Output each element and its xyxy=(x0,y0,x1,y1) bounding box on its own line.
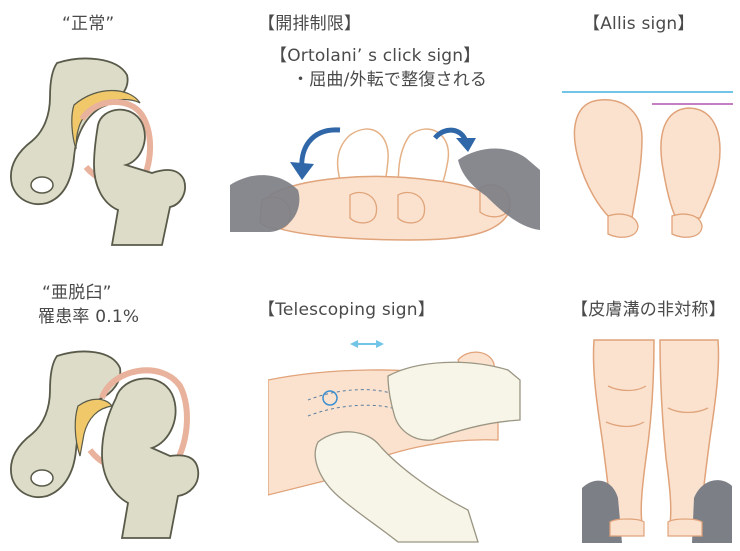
foot-center-right xyxy=(398,192,425,222)
foot-center-left xyxy=(350,192,377,222)
skinfold-illustration xyxy=(582,338,732,543)
normal-label: “正常” xyxy=(62,14,114,34)
arrowhead-left xyxy=(290,162,314,180)
arrowhead-left xyxy=(350,340,358,348)
femoral-head xyxy=(94,110,185,245)
arrowhead-right xyxy=(376,340,384,348)
ortolani-illustration xyxy=(230,100,540,250)
obturator-foramen xyxy=(31,177,53,193)
allis-illustration xyxy=(560,88,735,243)
telescoping-title: 【Telescoping sign】 xyxy=(258,300,435,320)
leg-left xyxy=(574,100,642,218)
foot-left xyxy=(610,519,644,536)
arrowhead-right xyxy=(456,138,476,152)
ortolani-note: ・屈曲/外転で整復される xyxy=(292,70,487,90)
incidence-label: 罹患率 0.1% xyxy=(38,307,139,327)
foot-right xyxy=(668,519,702,536)
skinfold-title: 【皮膚溝の非対称】 xyxy=(571,300,726,320)
subluxation-label: “亜脱臼” xyxy=(42,283,112,303)
allis-title: 【Allis sign】 xyxy=(583,14,695,34)
pelvis-bone xyxy=(11,352,120,498)
normal-hip-illustration xyxy=(2,45,192,250)
leg-right xyxy=(661,108,720,218)
telescoping-illustration xyxy=(268,330,526,545)
ortolani-title: 【Ortolani’ s click sign】 xyxy=(270,46,480,66)
foot-left xyxy=(608,214,638,237)
glove-upper xyxy=(388,362,520,440)
subluxation-hip-illustration xyxy=(2,338,202,543)
obturator-foramen xyxy=(31,470,53,486)
foot-right xyxy=(672,214,702,237)
limitation-title: 【開排制限】 xyxy=(258,14,361,34)
